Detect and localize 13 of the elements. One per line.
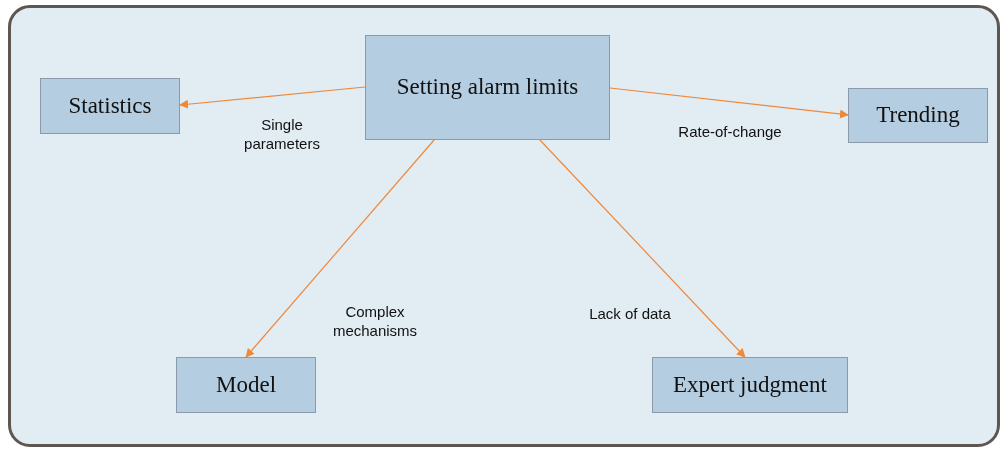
arrow: [609, 87, 849, 119]
edge-label: Rate-of-change: [677, 122, 783, 141]
arrow: [245, 139, 435, 358]
arrow: [539, 139, 746, 358]
process-box: Expert judgment: [652, 357, 848, 413]
process-box: Setting alarm limits: [365, 35, 610, 140]
arrow: [179, 86, 366, 109]
process-box: Trending: [848, 88, 988, 143]
process-box: Statistics: [40, 78, 180, 134]
edge-label: Complex mechanisms: [331, 302, 419, 340]
edge-label: Single parameters: [243, 115, 321, 153]
process-box: Model: [176, 357, 316, 413]
edge-label: Lack of data: [588, 304, 672, 323]
